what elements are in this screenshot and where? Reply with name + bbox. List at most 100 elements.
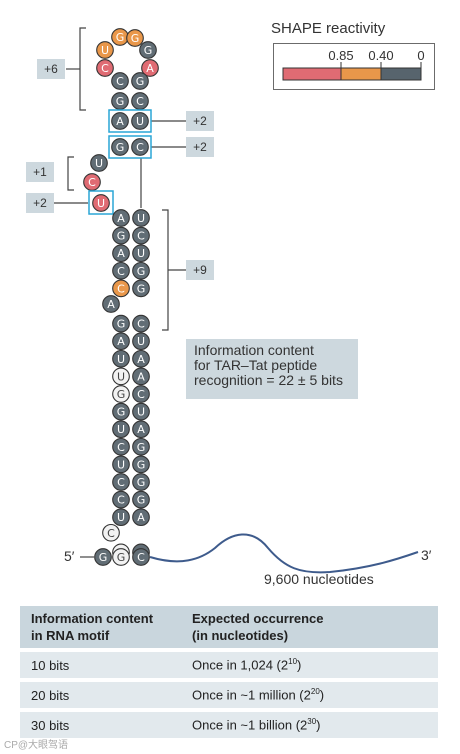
stem-nucleotide: C bbox=[112, 279, 130, 298]
annotation-text: +9 bbox=[193, 263, 207, 277]
bulge-nucleotide: U bbox=[92, 194, 110, 212]
nucleotide-letter: G bbox=[131, 32, 140, 45]
nucleotide-letter: G bbox=[99, 551, 108, 564]
nucleotide-letter: U bbox=[137, 335, 145, 348]
stem-nucleotide: A bbox=[132, 349, 150, 368]
header-text: Information content bbox=[31, 611, 154, 626]
stem-nucleotide: G bbox=[132, 279, 150, 298]
annotation-tag: +6 bbox=[37, 59, 65, 79]
stem-nucleotide: C bbox=[131, 138, 149, 156]
loop-nucleotide: G bbox=[126, 29, 144, 47]
bits-cell: 10 bits bbox=[31, 657, 70, 673]
stem-nucleotide: C bbox=[112, 437, 130, 456]
highlight-box bbox=[108, 109, 152, 133]
nucleotide-letter: G bbox=[137, 282, 146, 295]
stem-nucleotide: G bbox=[112, 226, 130, 245]
nucleotide-letter: G bbox=[116, 31, 125, 44]
nucleotide-letter: A bbox=[137, 370, 145, 383]
legend-tick-label: 0.85 bbox=[328, 48, 353, 63]
stem-nucleotide: C bbox=[111, 72, 129, 90]
annotation-tag: +9 bbox=[186, 260, 214, 280]
nucleotide-letter: G bbox=[137, 476, 146, 489]
loop-nucleotide: A bbox=[141, 59, 159, 77]
legend-title: SHAPE reactivity bbox=[271, 20, 386, 37]
header-text: (in nucleotides) bbox=[192, 628, 289, 643]
nucleotide-letter: C bbox=[117, 265, 125, 278]
table-row: 30 bits Once in ~1 billion (230) bbox=[20, 712, 438, 738]
stem-nucleotide: A bbox=[132, 508, 150, 527]
nucleotide-letter: G bbox=[117, 230, 126, 243]
nucleotide-letter: C bbox=[107, 527, 115, 540]
annotation-brackets bbox=[54, 27, 186, 331]
stem-nucleotide: U bbox=[112, 508, 130, 527]
nucleotide-letter: G bbox=[117, 551, 126, 564]
highlight-box bbox=[108, 135, 152, 159]
nucleotide-letter: C bbox=[117, 476, 125, 489]
nucleotide-letter: C bbox=[137, 318, 145, 331]
nucleotide-letter: U bbox=[117, 511, 125, 524]
nucleotide-letter: C bbox=[136, 141, 144, 154]
highlight-box bbox=[88, 190, 114, 215]
stem-nucleotide: U bbox=[112, 349, 130, 368]
occurrence-cell: Once in ~1 million (220) bbox=[192, 687, 325, 703]
nucleotide-letter: G bbox=[116, 141, 125, 154]
loop-nucleotide: U bbox=[96, 41, 114, 59]
header-text: Expected occurrence bbox=[192, 611, 324, 626]
nucleotide-letter: U bbox=[117, 370, 125, 383]
loop-nucleotide: G bbox=[139, 41, 157, 59]
nucleotide-letter: G bbox=[137, 494, 146, 507]
nucleotide-letter: G bbox=[117, 388, 126, 401]
nucleotide-letter: G bbox=[116, 95, 125, 108]
nucleotide-letter: G bbox=[137, 265, 146, 278]
stem-nucleotide: A bbox=[111, 112, 129, 130]
stem-nucleotide: U bbox=[132, 332, 150, 351]
stem-nucleotide: C bbox=[112, 490, 130, 509]
nucleotide-letter: C bbox=[137, 230, 145, 243]
occurrence-cell: Once in 1,024 (210) bbox=[192, 657, 302, 673]
nucleotide-letter: A bbox=[116, 115, 124, 128]
stem-nucleotide: G bbox=[112, 402, 130, 421]
occurrence-cell: Once in ~1 billion (230) bbox=[192, 717, 321, 733]
table-header: Information content in RNA motif Expecte… bbox=[20, 606, 438, 648]
legend-segment-low bbox=[380, 67, 422, 81]
base-nucleotide: G bbox=[94, 548, 112, 566]
nucleotide-letter: A bbox=[117, 335, 125, 348]
nucleotide-letter: A bbox=[137, 423, 145, 436]
nucleotide-letter: A bbox=[146, 62, 154, 75]
stem-nucleotide: C bbox=[132, 226, 150, 245]
stem-nucleotide: U bbox=[112, 455, 130, 474]
bulge-nucleotide: C bbox=[83, 173, 101, 191]
bits-cell: 30 bits bbox=[31, 717, 70, 733]
base-nucleotide: G bbox=[112, 548, 130, 566]
stem-nucleotide: U bbox=[132, 209, 150, 227]
annotation-tag: +2 bbox=[26, 193, 54, 213]
nucleotide-letter: C bbox=[88, 176, 96, 189]
stem-nucleotide: G bbox=[132, 490, 150, 509]
bulge-nucleotide: U bbox=[90, 154, 108, 172]
stem-nucleotide: C bbox=[102, 523, 120, 542]
stem-nucleotide: C bbox=[112, 261, 130, 280]
nucleotide-letter: A bbox=[137, 511, 145, 524]
nucleotide-letter: C bbox=[116, 75, 124, 88]
nucleotide-letter: U bbox=[97, 197, 105, 210]
stem-nucleotide: G bbox=[132, 473, 150, 491]
stem-nucleotide: G bbox=[111, 138, 129, 156]
nucleotide-letter: C bbox=[117, 441, 125, 454]
base-nucleotide: C bbox=[132, 548, 150, 566]
nucleotide-letter: C bbox=[136, 95, 144, 108]
stem-nucleotide: G bbox=[131, 72, 149, 90]
nucleotide-letter: U bbox=[137, 212, 145, 225]
nucleotide-letter: C bbox=[137, 551, 145, 564]
nucleotide-letter: U bbox=[117, 423, 125, 436]
bits-cell: 20 bits bbox=[31, 687, 70, 703]
nucleotide-letter: C bbox=[101, 62, 109, 75]
nucleotide-letter: C bbox=[137, 388, 145, 401]
stem-nucleotide: G bbox=[111, 92, 129, 110]
info-line-2: for TAR–Tat peptide bbox=[194, 357, 318, 373]
nucleotide-letter: U bbox=[137, 247, 145, 260]
stem-nucleotide: G bbox=[132, 437, 150, 456]
stem-nucleotide: A bbox=[112, 244, 130, 263]
